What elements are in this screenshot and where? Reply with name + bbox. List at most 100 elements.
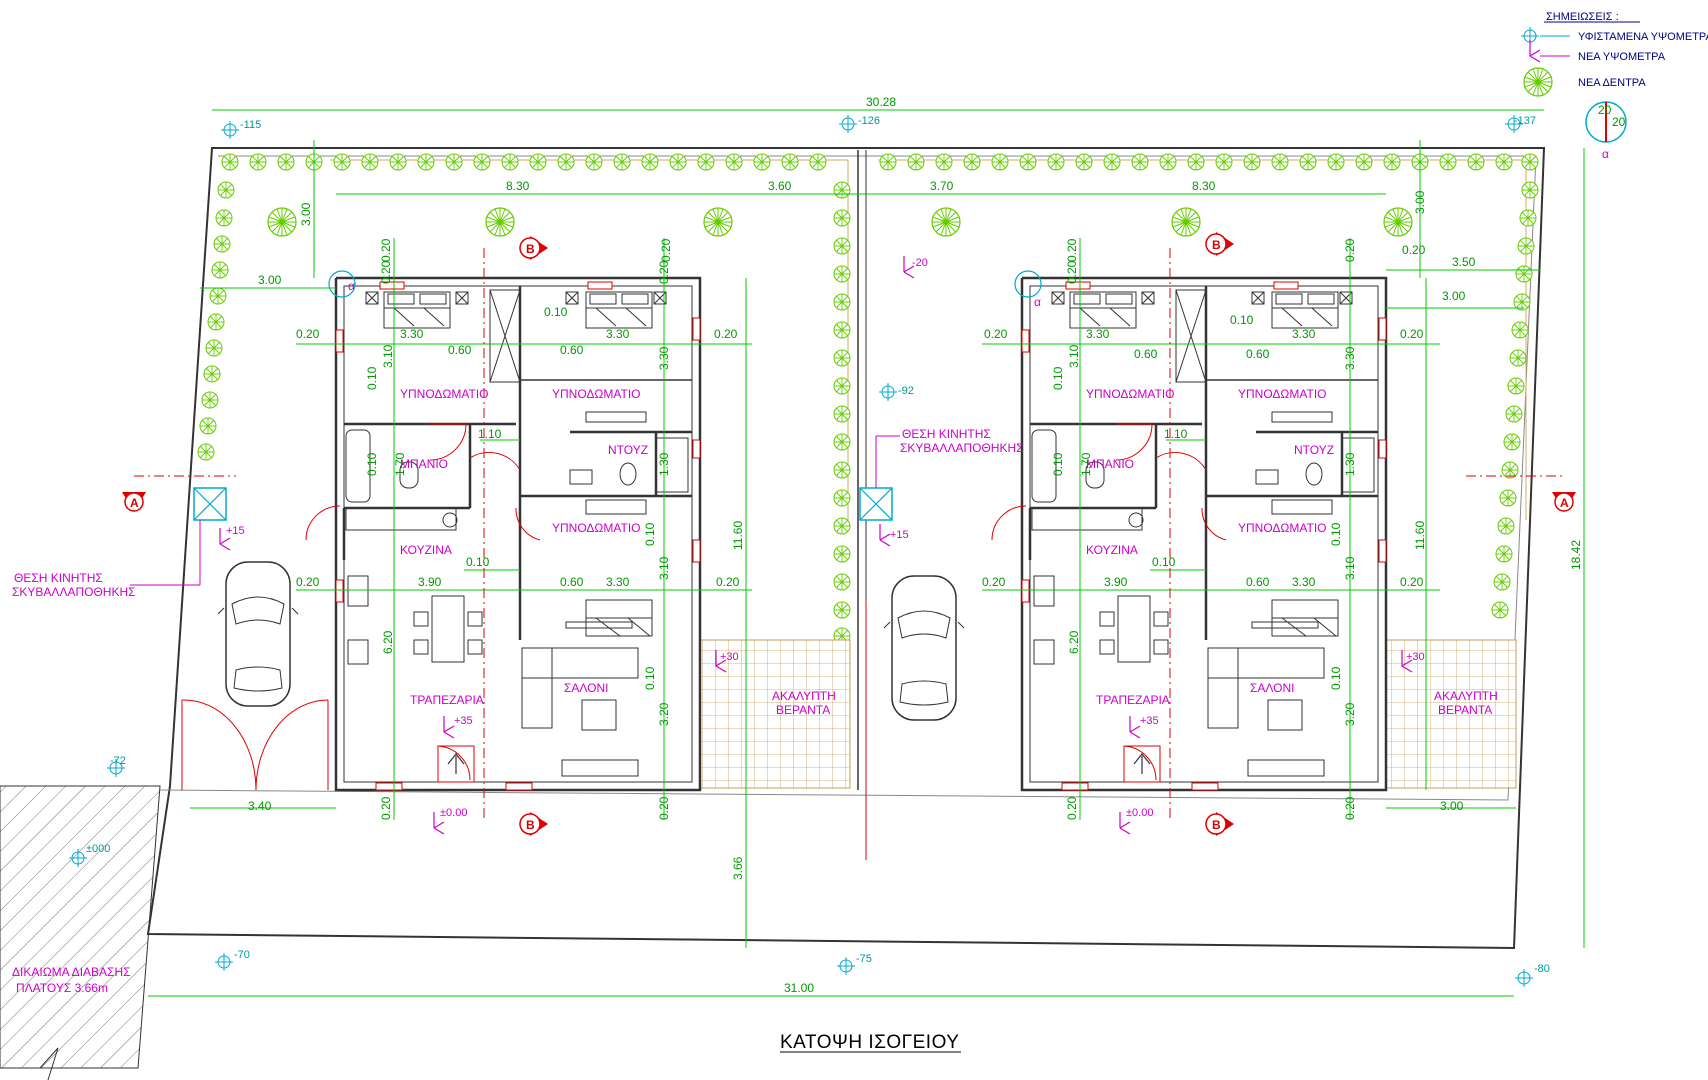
hedge-shrubs: [197, 153, 1539, 645]
room-kitchen-right: ΚΟΥΖΙΝΑ: [1086, 543, 1138, 557]
dim-right-010d: 0.10: [1329, 522, 1343, 546]
access-label-1: ΔΙΚΑΙΩΜΑ ΔΙΑΒΑΣΗΣ: [12, 965, 131, 979]
room-bedroom-3-left: ΥΠΝΟΔΩΜΑΤΙΟ: [552, 521, 641, 535]
dim-left-020a: 0.20: [379, 238, 393, 262]
bin-label-left-2: ΣΚΥΒΑΛΛΑΠΟΘΗΚΗΣ: [12, 585, 136, 599]
level-minus-126: -126: [858, 115, 880, 127]
dim-right-010a: 0.10: [1230, 313, 1254, 327]
dim-right-020v1: 0.20: [1065, 796, 1079, 820]
dim-left-310b: 3.10: [657, 556, 671, 580]
dim-left-130: 1.30: [657, 452, 671, 476]
bin-label-right-1: ΘΕΣΗ ΚΙΝΗΤΗΣ: [902, 427, 991, 441]
dim-right-370: 3.70: [930, 179, 954, 193]
room-bath-right: ΜΠΑΝΙΟ: [1086, 457, 1134, 471]
car-right: [883, 575, 965, 721]
labels: ΚΑΤΟΨΗ ΙΣΟΓΕΙΟΥ ΣΗΜΕΙΩΣΕΙΣ : ΥΦΙΣΤΑΜΕΝΑ …: [12, 11, 1708, 1053]
level-plus-15-right: +15: [890, 529, 909, 541]
dim-left-366: 3.66: [731, 856, 745, 880]
dim-overall-right: 18.42: [1569, 540, 1583, 570]
dim-overall-top: 30.28: [866, 95, 896, 109]
dim-left-060b: 0.60: [560, 343, 584, 357]
dim-left-360: 3.60: [768, 179, 792, 193]
house-left-furniture: [345, 289, 689, 777]
dim-left-010b: 0.10: [365, 366, 379, 390]
dim-left-020top: 0.20: [296, 327, 320, 341]
dim-right-020v3: 0.20: [1065, 238, 1079, 262]
legend-tree-icon: [1523, 67, 1553, 97]
dim-left-320: 3.20: [657, 702, 671, 726]
dim-left-340: 3.40: [248, 799, 272, 813]
dim-left-300b: 3.00: [258, 273, 282, 287]
dim-right-390: 3.90: [1104, 575, 1128, 589]
level-zero-left: ±0.00: [440, 807, 467, 819]
room-dining-left: ΤΡΑΠΕΖΑΡΙΑ: [410, 693, 484, 707]
house-right-openings: [991, 281, 1387, 791]
dim-right-010c: 0.10: [1051, 452, 1065, 476]
veranda-left: [699, 639, 851, 789]
dim-right-330a: 3.30: [1086, 327, 1110, 341]
room-shower-right: ΝΤΟΥΖ: [1294, 443, 1334, 457]
dim-right-020v2: 0.20: [1343, 796, 1357, 820]
house-left-openings: [305, 281, 701, 791]
section-a-right-label: A: [1560, 496, 1569, 510]
dim-right-350: 3.50: [1452, 255, 1476, 269]
room-veranda-right-1: ΑΚΑΛΥΠΤΗ: [1434, 689, 1498, 703]
dim-right-020t: 0.20: [1402, 243, 1426, 257]
dim-left-830: 8.30: [506, 179, 530, 193]
dim-left-020b: 0.20: [659, 238, 673, 262]
legend-new-level-icon: [1529, 39, 1541, 63]
dim-left-020v1: 0.20: [379, 796, 393, 820]
dim-left-300a: 3.00: [299, 202, 313, 226]
dim-right-010f: 0.10: [1329, 666, 1343, 690]
room-bedroom-1-right: ΥΠΝΟΔΩΜΑΤΙΟ: [1086, 387, 1175, 401]
level-minus-20: -20: [912, 257, 928, 269]
section-a-left-label: A: [130, 496, 139, 510]
room-bedroom-3-right: ΥΠΝΟΔΩΜΑΤΙΟ: [1238, 521, 1327, 535]
level-plus-15-left: +15: [226, 525, 245, 537]
dim-right-010e: 0.10: [1152, 555, 1176, 569]
dim-left-020v3: 0.20: [379, 260, 393, 284]
access-road-hatch: [0, 785, 161, 1080]
dim-right-020v5: 0.20: [1065, 260, 1079, 284]
north-label: α: [1602, 147, 1609, 161]
section-b-label-1: B: [526, 242, 535, 256]
dim-left-010c: 0.10: [365, 452, 379, 476]
level-minus-75: -75: [856, 953, 872, 965]
dim-right-020m: 0.20: [1400, 575, 1424, 589]
legend-new-trees: ΝΕΑ ΔΕΝΤΡΑ: [1578, 77, 1646, 89]
dim-right-060c: 0.60: [1246, 575, 1270, 589]
dim-right-020l: 0.20: [982, 575, 1006, 589]
section-b-label-4: B: [1212, 818, 1221, 832]
dim-right-330b: 3.30: [1292, 327, 1316, 341]
dim-left-310a: 3.10: [381, 344, 395, 368]
legend-heading: ΣΗΜΕΙΩΣΕΙΣ :: [1546, 11, 1619, 23]
dim-right-330c: 3.30: [1292, 575, 1316, 589]
dim-left-1160: 11.60: [731, 521, 745, 550]
room-kitchen-left: ΚΟΥΖΙΝΑ: [400, 543, 452, 557]
legend-existing-levels: ΥΦΙΣΤΑΜΕΝΑ ΥΨΟΜΕΤΡΑ: [1578, 31, 1708, 43]
dim-right-060a: 0.60: [1134, 347, 1158, 361]
dim-left-060c: 0.60: [560, 575, 584, 589]
level-minus-115: -115: [240, 119, 261, 131]
dim-left-020r: 0.20: [714, 327, 738, 341]
bin-right: [859, 487, 893, 521]
room-bedroom-1-left: ΥΠΝΟΔΩΜΑΤΙΟ: [400, 387, 489, 401]
level-zero-right: ±0.00: [1126, 807, 1153, 819]
dim-left-390: 3.90: [418, 575, 442, 589]
dim-right-170: 1.70: [1079, 452, 1093, 476]
dim-right-060b: 0.60: [1246, 347, 1270, 361]
section-b-label-3: B: [1212, 238, 1221, 252]
north-value-1: 20: [1598, 103, 1612, 117]
level-plus-35-left: +35: [454, 715, 473, 727]
dim-right-110: 1.10: [1164, 427, 1188, 441]
dim-left-060a: 0.60: [448, 343, 472, 357]
dim-left-010e: 0.10: [466, 555, 490, 569]
corner-mark-right: α: [1034, 295, 1041, 309]
dim-left-010d: 0.10: [643, 522, 657, 546]
dim-left-020v2: 0.20: [657, 796, 671, 820]
house-right-furniture: [1031, 289, 1375, 777]
room-dining-right: ΤΡΑΠΕΖΑΡΙΑ: [1096, 693, 1170, 707]
level-pm-000: ±000: [86, 843, 110, 855]
dim-right-300c: 3.00: [1440, 799, 1464, 813]
